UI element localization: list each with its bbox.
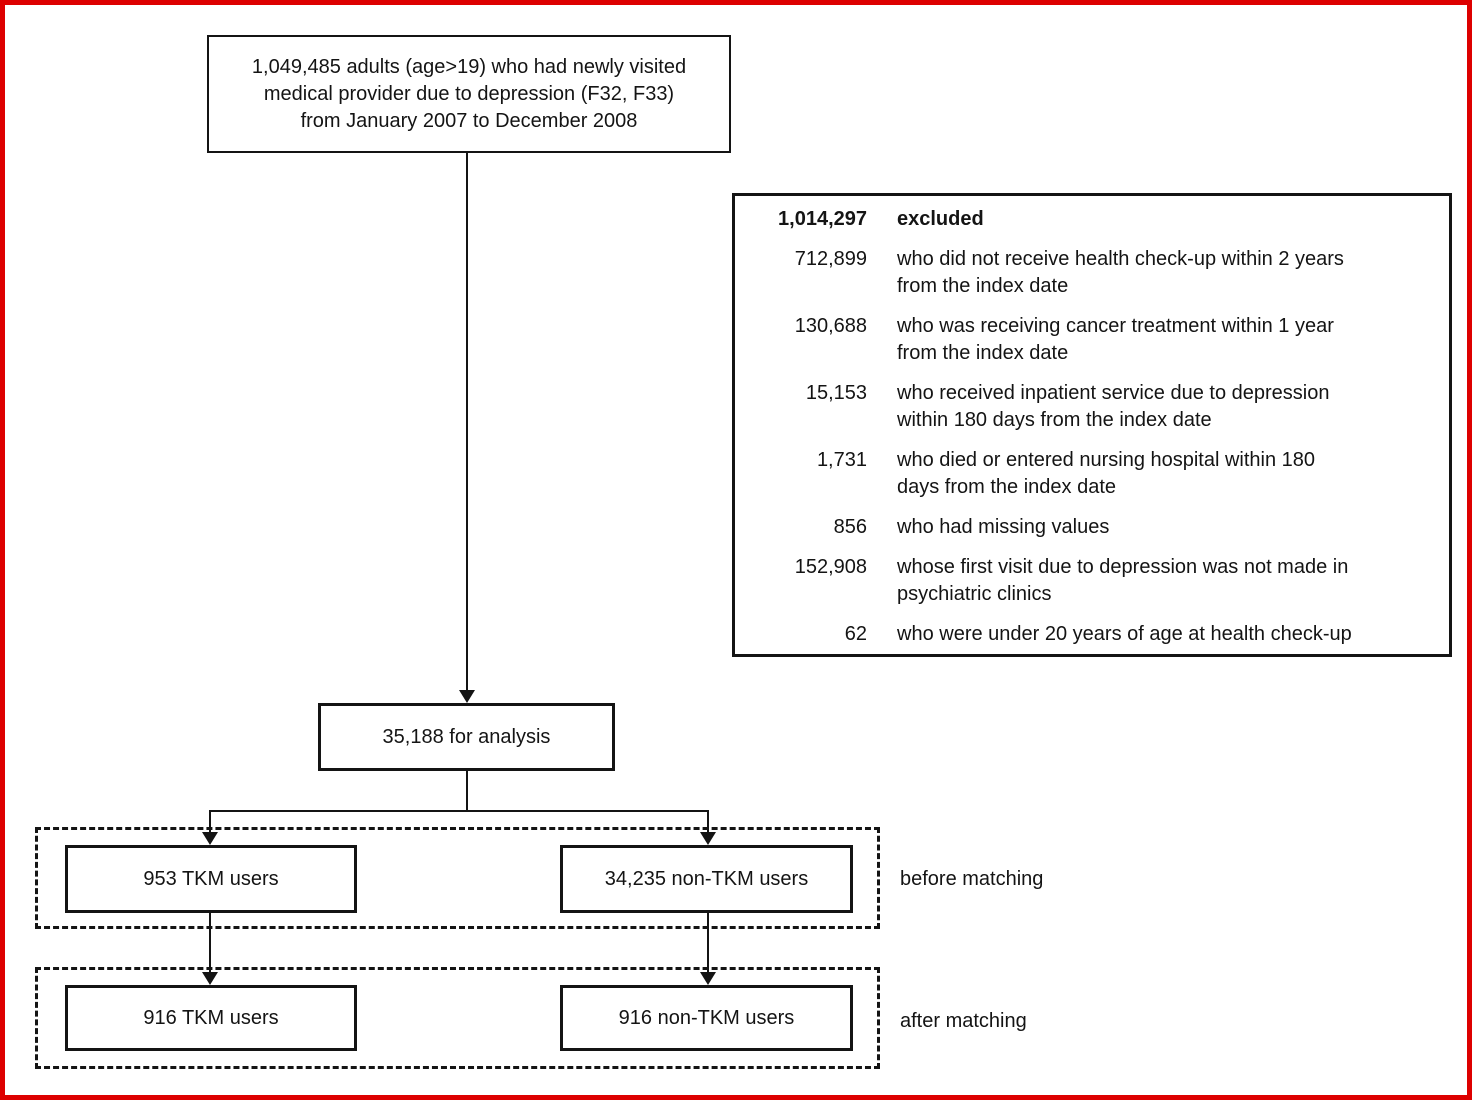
connector-branch-horizontal	[209, 810, 709, 812]
analysis-box-text: 35,188 for analysis	[382, 725, 551, 748]
excluded-box: 1,014,297 excluded 712,899 who did not r…	[732, 193, 1452, 657]
excluded-row-count: 1,731	[816, 449, 867, 471]
after-matching-label: after matching	[900, 1010, 1027, 1032]
connector-tkm-down	[209, 913, 211, 973]
connector-main-vertical	[466, 153, 468, 692]
cohort-box-text: 1,049,485 adults (age>19) who had newly …	[251, 55, 687, 132]
arrowhead-down-icon	[202, 832, 218, 845]
excluded-row-count: 130,688	[794, 315, 867, 337]
tkm-users-after-box: 916 TKM users	[65, 985, 357, 1051]
excluded-row-text: who had missing values	[897, 516, 1110, 538]
excluded-row-count: 15,153	[805, 382, 867, 404]
arrowhead-down-icon	[700, 832, 716, 845]
arrowhead-down-icon	[202, 972, 218, 985]
excluded-row-text: who was receiving cancer treatment withi…	[897, 315, 1334, 364]
before-matching-group	[35, 827, 880, 929]
non-tkm-users-after-text: 916 non-TKM users	[618, 1006, 795, 1029]
analysis-box: 35,188 for analysis	[318, 703, 615, 771]
excluded-row-text: who died or entered nursing hospital wit…	[897, 449, 1316, 498]
excluded-row-count: 712,899	[794, 248, 867, 270]
excluded-row-text: who received inpatient service due to de…	[897, 382, 1330, 431]
excluded-row-count: 856	[833, 516, 867, 538]
connector-branch-left	[209, 810, 211, 834]
connector-analysis-down	[466, 771, 468, 812]
after-matching-group	[35, 967, 880, 1069]
connector-non-tkm-down	[707, 913, 709, 973]
tkm-users-after-text: 916 TKM users	[143, 1006, 279, 1029]
excluded-list: 1,014,297 excluded 712,899 who did not r…	[745, 206, 1433, 648]
non-tkm-users-before-text: 34,235 non-TKM users	[604, 867, 809, 890]
before-matching-label: before matching	[900, 868, 1044, 890]
non-tkm-users-after-box: 916 non-TKM users	[560, 985, 853, 1051]
tkm-users-before-text: 953 TKM users	[143, 867, 279, 890]
tkm-users-before-box: 953 TKM users	[65, 845, 357, 913]
arrowhead-down-icon	[459, 690, 475, 703]
non-tkm-users-before-box: 34,235 non-TKM users	[560, 845, 853, 913]
connector-branch-right	[707, 810, 709, 834]
excluded-total-label: excluded	[897, 208, 984, 230]
excluded-row-text: who were under 20 years of age at health…	[897, 623, 1352, 645]
excluded-row-count: 152,908	[794, 556, 867, 578]
arrowhead-down-icon	[700, 972, 716, 985]
excluded-row-text: who did not receive health check-up with…	[897, 248, 1344, 297]
excluded-row-count: 62	[844, 623, 867, 645]
cohort-box: 1,049,485 adults (age>19) who had newly …	[207, 35, 731, 153]
excluded-row-text: whose first visit due to depression was …	[897, 556, 1349, 605]
excluded-total-count: 1,014,297	[778, 208, 867, 230]
